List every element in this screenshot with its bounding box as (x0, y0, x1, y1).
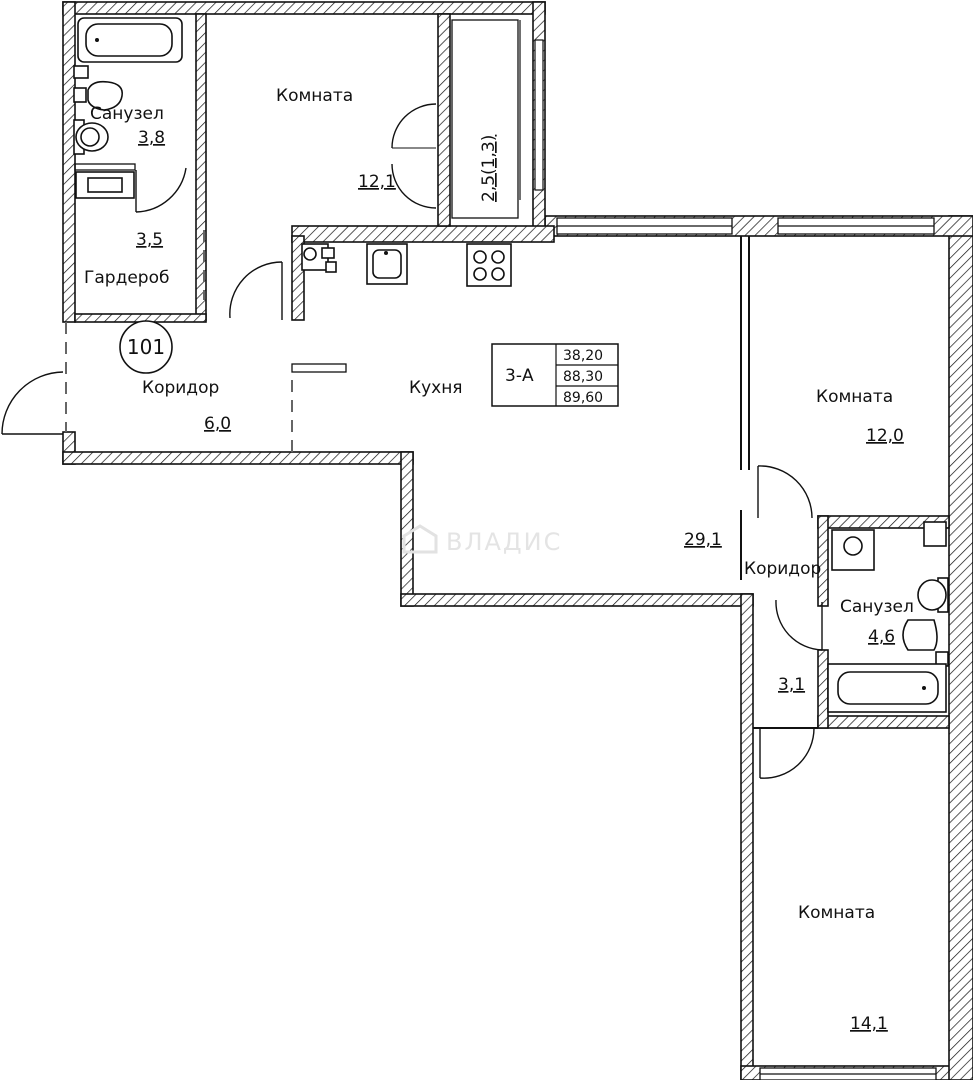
toilet-1 (73, 65, 124, 111)
hall2-name: Коридор (744, 559, 821, 579)
room3-name: Комната (798, 903, 875, 923)
stove (466, 243, 512, 287)
apartment-number: 101 (127, 335, 165, 359)
room2-area: 12,0 (866, 426, 904, 446)
kitchen-sink (366, 243, 408, 285)
room3-area: 14,1 (850, 1014, 888, 1034)
kitchen-area: 29,1 (684, 530, 722, 550)
area-total-with-balcony: 89,60 (563, 390, 603, 406)
room1-name: Комната (276, 86, 353, 106)
balcony-area: 2,5(1,3) (479, 135, 499, 202)
washing-machine (831, 529, 875, 571)
room1-area: 12,1 (358, 172, 396, 192)
bath1-name: Санузел (90, 104, 164, 124)
apartment-number-badge: 101 (119, 320, 173, 374)
shower-tray (923, 521, 947, 547)
area-total: 88,30 (563, 369, 603, 385)
toilet-2 (902, 619, 949, 667)
watermark-text: ВЛАДИС (446, 528, 562, 556)
wardrobe-area: 3,5 (136, 230, 163, 250)
sink-1 (73, 119, 109, 155)
apartment-type-code: 3-А (505, 366, 534, 386)
interior-walls (74, 13, 950, 729)
bath2-area: 4,6 (868, 627, 895, 647)
hall1-area: 6,0 (204, 414, 231, 434)
hall1-name: Коридор (142, 378, 219, 398)
bath2-name: Санузел (840, 597, 914, 617)
windows (534, 39, 937, 1080)
boiler (301, 243, 337, 273)
apartment-type-box: 3-А 38,20 88,30 89,60 (491, 343, 619, 407)
bathtub-2 (827, 663, 947, 713)
room2-name: Комната (816, 387, 893, 407)
sink-2 (917, 577, 949, 613)
hall2-area: 3,1 (778, 675, 805, 695)
zone-separators (65, 230, 293, 452)
kitchen-name: Кухня (409, 378, 463, 398)
doors (1, 103, 823, 779)
wardrobe-shelf (75, 171, 135, 199)
watermark: ВЛАДИС (402, 524, 562, 556)
wardrobe-name: Гардероб (84, 268, 169, 288)
bath1-area: 3,8 (138, 128, 165, 148)
area-living: 38,20 (563, 348, 603, 364)
bathtub-1 (77, 17, 183, 63)
